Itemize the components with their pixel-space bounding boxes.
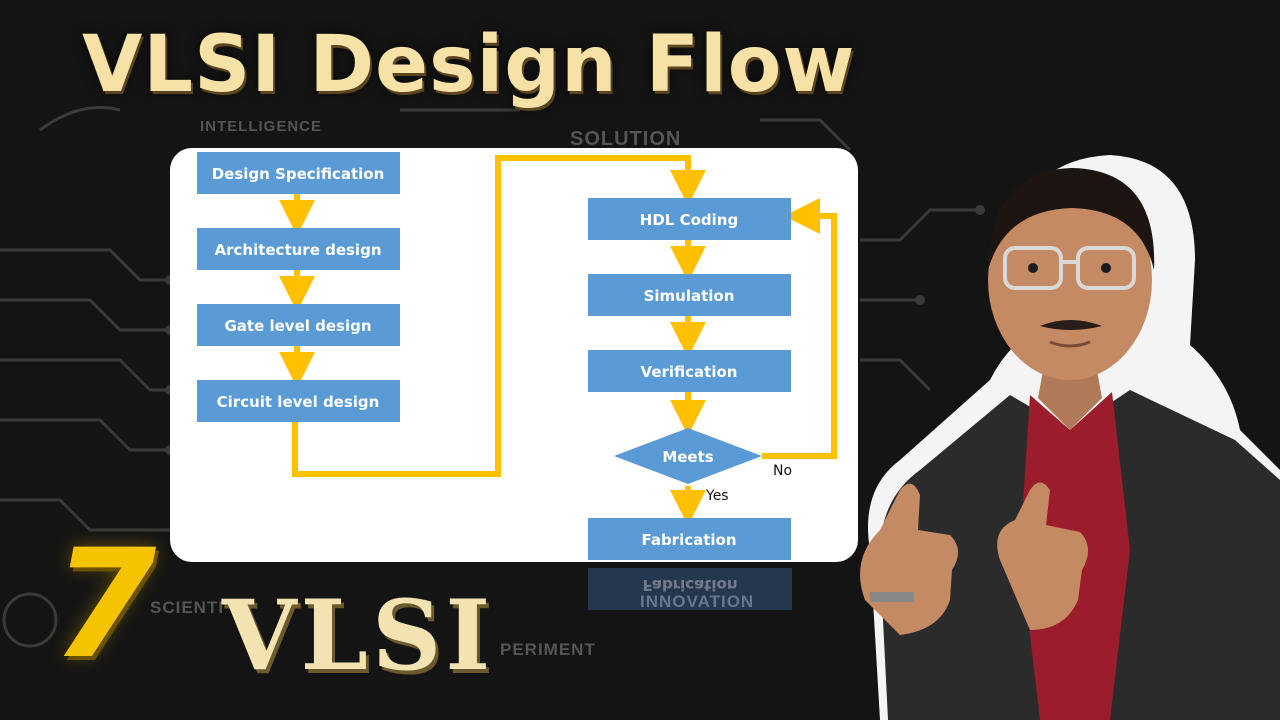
- step-gate-level-design-label: Gate level design: [224, 317, 371, 335]
- bg-word-solution: SOLUTION: [570, 128, 682, 150]
- presenter-photo: [860, 155, 1280, 720]
- arrow-meets-no-loop: [762, 198, 837, 459]
- bg-word-innovation: INNOVATION: [640, 592, 755, 611]
- series-label: VLSI: [222, 579, 495, 692]
- bg-word-scienti: SCIENTI: [150, 598, 225, 617]
- step-simulation-label: Simulation: [644, 287, 735, 305]
- step-architecture-design: [197, 228, 400, 270]
- decision-meets-label: Meets: [662, 448, 713, 466]
- flowchart-panel: Design Specification Architecture design…: [170, 148, 858, 562]
- step-design-specification: [197, 152, 400, 194]
- step-verification: [588, 350, 791, 392]
- step-verification-label: Verification: [641, 363, 738, 381]
- fabrication-reflection: Fabrication: [588, 568, 792, 610]
- step-fabrication-label: Fabrication: [641, 531, 736, 549]
- decision-meets: [614, 428, 762, 484]
- bg-word-intelligence: INTELLIGENCE: [200, 118, 323, 135]
- step-fabrication: [588, 518, 791, 560]
- step-gate-level-design: [197, 304, 400, 346]
- episode-number: 7: [52, 518, 157, 692]
- arrow-circuit-to-hdl: [292, 155, 706, 477]
- flowchart: Design Specification Architecture design…: [197, 152, 837, 560]
- step-circuit-level-design: [197, 380, 400, 422]
- bg-word-periment: PERIMENT: [500, 640, 596, 659]
- step-circuit-level-design-label: Circuit level design: [217, 393, 380, 411]
- fabrication-reflection-label: Fabrication: [642, 576, 738, 594]
- step-hdl-coding: [588, 198, 791, 240]
- step-design-specification-label: Design Specification: [212, 165, 385, 183]
- branch-yes-label: Yes: [705, 488, 729, 504]
- page-title: VLSI Design Flow: [82, 20, 856, 110]
- step-hdl-coding-label: HDL Coding: [640, 211, 738, 229]
- branch-no-label: No: [773, 463, 792, 479]
- step-architecture-design-label: Architecture design: [215, 241, 382, 259]
- step-simulation: [588, 274, 791, 316]
